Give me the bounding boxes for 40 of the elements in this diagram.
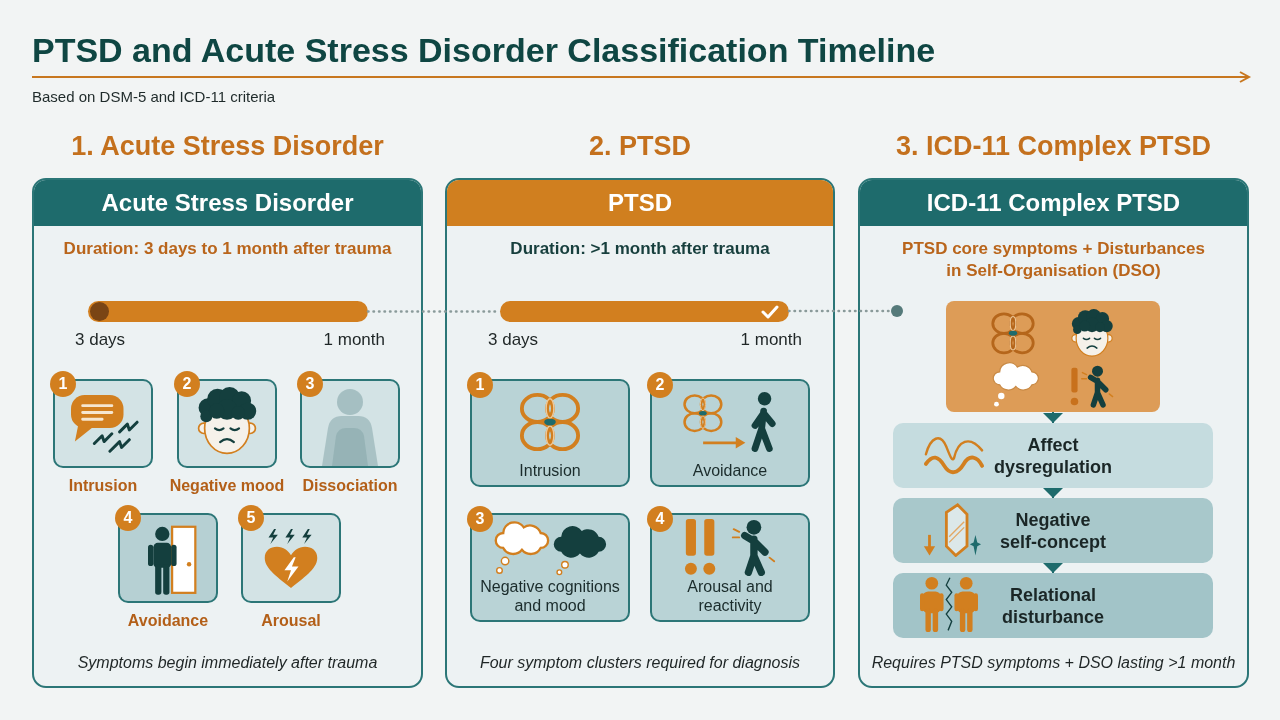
cluster-box: [893, 573, 1213, 638]
cluster-box: [893, 498, 1213, 563]
panel-heading: 2. PTSD: [589, 130, 691, 163]
timeline-label: 1 month: [323, 330, 385, 350]
panel-header: PTSD: [447, 180, 833, 226]
panel-subtitle: Duration: 3 days to 1 month after trauma: [63, 238, 392, 260]
icon-panel: [946, 301, 1160, 412]
cluster-label: Relational disturbance: [1001, 583, 1105, 628]
symptom-label: Avoidance: [127, 611, 209, 631]
cluster-box: [893, 423, 1213, 488]
diagram-title: PTSD and Acute Stress Disorder Classification Timeline: [32, 30, 936, 70]
panel-heading: 1. Acute Stress Disorder: [71, 130, 384, 163]
timeline-label: 3 days: [75, 330, 126, 350]
cluster-label: Affect dysregulation: [993, 433, 1113, 478]
cluster-label: Negative self-concept: [999, 508, 1107, 553]
panel-heading: 3. ICD-11 Complex PTSD: [895, 130, 1212, 163]
panel-subtitle: Duration: >1 month after trauma: [510, 238, 770, 260]
timeline-label: 1 month: [740, 330, 802, 350]
panel-header: ICD-11 Complex PTSD: [860, 180, 1247, 226]
timeline-bar: [88, 301, 368, 322]
symptom-label: Negative mood: [169, 476, 285, 496]
panel-subtitle: PTSD core symptoms + Disturbances in Self-Organisation (DSO): [901, 238, 1206, 282]
symptom-label: Intrusion: [519, 461, 581, 480]
symptom-label: Negative cognitions and mood: [479, 577, 621, 615]
arrow: [1043, 562, 1063, 574]
timeline-label: 3 days: [488, 330, 539, 350]
panel-footnote: Four symptom clusters required for diagnosis: [479, 653, 801, 673]
panel-header: Acute Stress Disorder: [34, 180, 421, 226]
panel-footnote: Requires PTSD symptoms + DSO lasting >1 month: [871, 653, 1236, 673]
dotted-connector: [787, 309, 893, 313]
symptom-label: Avoidance: [692, 461, 768, 480]
panel-footnote: Symptoms begin immediately after trauma: [77, 653, 378, 673]
symptom-label: Dissociation: [302, 476, 398, 496]
arrow: [1043, 487, 1063, 499]
symptom-label: Intrusion: [68, 476, 138, 496]
arrow: [1043, 411, 1063, 424]
timeline-bar: [500, 301, 789, 322]
subtitle: Based on DSM-5 and ICD-11 criteria: [32, 88, 276, 106]
symptom-label: Arousal: [261, 611, 321, 631]
symptom-label: Arousal and reactivity: [686, 577, 774, 615]
